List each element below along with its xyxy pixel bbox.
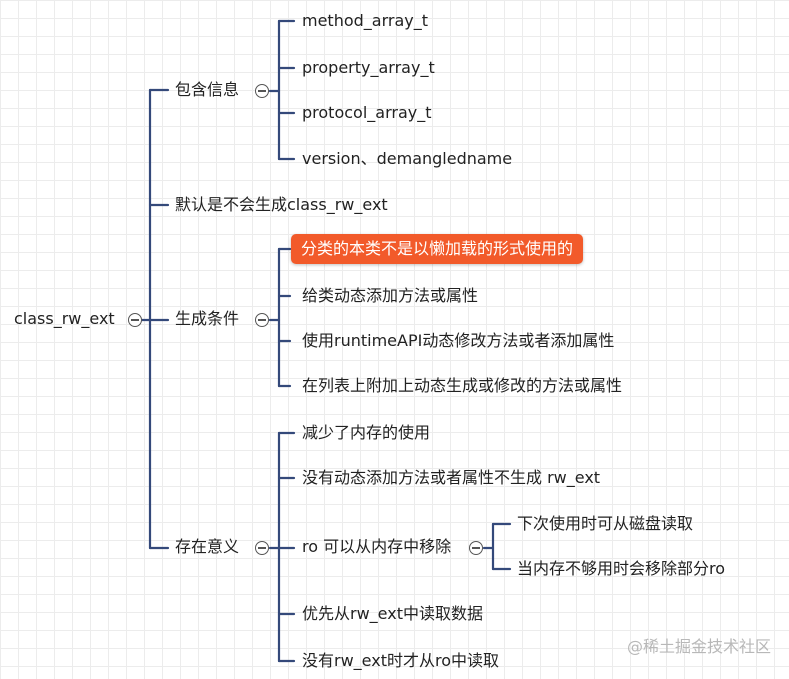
leaf-node[interactable]: 在列表上附加上动态生成或修改的方法或属性	[302, 376, 623, 395]
branch-node-default[interactable]: 默认是不会生成class_rw_ext	[175, 195, 388, 214]
collapse-minus-icon[interactable]	[128, 313, 142, 327]
leaf-node[interactable]: 没有动态添加方法或者属性不生成 rw_ext	[302, 468, 601, 487]
collapse-minus-icon[interactable]	[255, 84, 269, 98]
leaf-node[interactable]: 使用runtimeAPI动态修改方法或者添加属性	[302, 331, 615, 350]
leaf-node[interactable]: 给类动态添加方法或属性	[302, 286, 479, 305]
subbranch-node-ro-removal[interactable]: ro 可以从内存中移除	[302, 537, 452, 556]
root-node[interactable]: class_rw_ext	[14, 309, 115, 328]
leaf-node[interactable]: 当内存不够用时会移除部分ro	[517, 559, 726, 578]
collapse-minus-icon[interactable]	[255, 541, 269, 555]
collapse-minus-icon[interactable]	[469, 541, 483, 555]
leaf-node[interactable]: 减少了内存的使用	[302, 423, 431, 442]
leaf-node[interactable]: protocol_array_t	[302, 103, 432, 122]
branch-node-conditions[interactable]: 生成条件	[175, 309, 240, 328]
branch-node-meaning[interactable]: 存在意义	[175, 537, 240, 556]
leaf-node[interactable]: method_array_t	[302, 11, 429, 30]
leaf-node[interactable]: property_array_t	[302, 58, 435, 77]
collapse-minus-icon[interactable]	[255, 313, 269, 327]
leaf-node[interactable]: 优先从rw_ext中读取数据	[302, 604, 483, 623]
leaf-node[interactable]: 没有rw_ext时才从ro中读取	[302, 651, 499, 670]
highlighted-leaf-node[interactable]: 分类的本类不是以懒加载的形式使用的	[291, 234, 584, 264]
leaf-node[interactable]: 下次使用时可从磁盘读取	[517, 514, 694, 533]
leaf-node[interactable]: version、demangledname	[302, 149, 513, 168]
branch-node-info[interactable]: 包含信息	[175, 80, 240, 99]
watermark: @稀土掘金技术社区	[626, 637, 771, 656]
